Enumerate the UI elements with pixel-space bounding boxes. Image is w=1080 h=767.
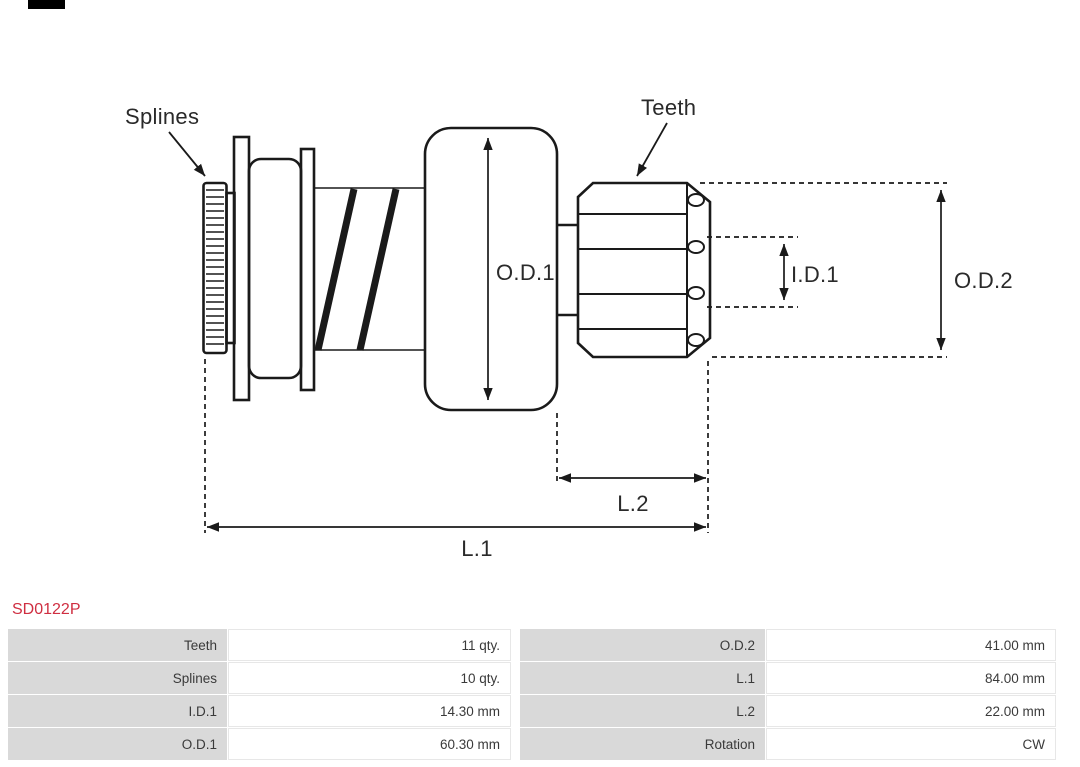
splined-shaft [202, 181, 236, 355]
pinion-shaft [557, 223, 578, 317]
return-spring [314, 187, 425, 351]
l2-label: L.2 [617, 491, 648, 516]
teeth-label: Teeth [641, 95, 696, 120]
pinion-gear [557, 181, 712, 359]
spec-label: L.1 [520, 662, 765, 694]
column-spacer [512, 662, 519, 694]
spline-hatching [206, 189, 224, 345]
callout-teeth: Teeth [636, 95, 696, 177]
dim-l2: L.2 [556, 361, 709, 533]
spec-row: I.D.1 14.30 mm L.2 22.00 mm [8, 695, 1057, 727]
spec-label: Teeth [8, 629, 227, 661]
spec-value: 41.00 mm [766, 629, 1056, 661]
spec-value: 10 qty. [228, 662, 511, 694]
spec-label: O.D.2 [520, 629, 765, 661]
splines-label: Splines [125, 104, 199, 129]
spec-label: Splines [8, 662, 227, 694]
gear-teeth-lines [578, 183, 688, 357]
part-number: SD0122P [12, 601, 81, 618]
column-spacer [512, 629, 519, 661]
spec-value: 84.00 mm [766, 662, 1056, 694]
drive-flanges [232, 135, 316, 402]
callout-splines: Splines [125, 104, 206, 177]
column-spacer [512, 728, 519, 760]
spec-value: 60.30 mm [228, 728, 511, 760]
spec-value: CW [766, 728, 1056, 760]
spec-label: L.2 [520, 695, 765, 727]
dim-id1: I.D.1 [707, 236, 839, 308]
spec-row: O.D.1 60.30 mm Rotation CW [8, 728, 1057, 760]
dim-od1: O.D.1 [483, 137, 555, 401]
id1-label: I.D.1 [791, 262, 839, 287]
od2-label: O.D.2 [954, 268, 1013, 293]
spec-label: I.D.1 [8, 695, 227, 727]
dim-od2: O.D.2 [700, 182, 1013, 358]
spec-row: Splines 10 qty. L.1 84.00 mm [8, 662, 1057, 694]
spec-label: O.D.1 [8, 728, 227, 760]
od1-label: O.D.1 [496, 260, 555, 285]
brand-logo-fragment [28, 0, 65, 9]
clutch-housing [423, 126, 559, 412]
spec-value: 22.00 mm [766, 695, 1056, 727]
starter-drive-technical-drawing: O.D.1 O.D.2 I.D.1 L.2 L.1 [125, 95, 1013, 561]
dim-l1: L.1 [204, 359, 707, 561]
spec-table: Teeth 11 qty. O.D.2 41.00 mm Splines 10 … [8, 629, 1057, 760]
spec-label: Rotation [520, 728, 765, 760]
column-spacer [512, 695, 519, 727]
spec-value: 14.30 mm [228, 695, 511, 727]
spec-value: 11 qty. [228, 629, 511, 661]
spec-row: Teeth 11 qty. O.D.2 41.00 mm [8, 629, 1057, 661]
l1-label: L.1 [461, 536, 492, 561]
